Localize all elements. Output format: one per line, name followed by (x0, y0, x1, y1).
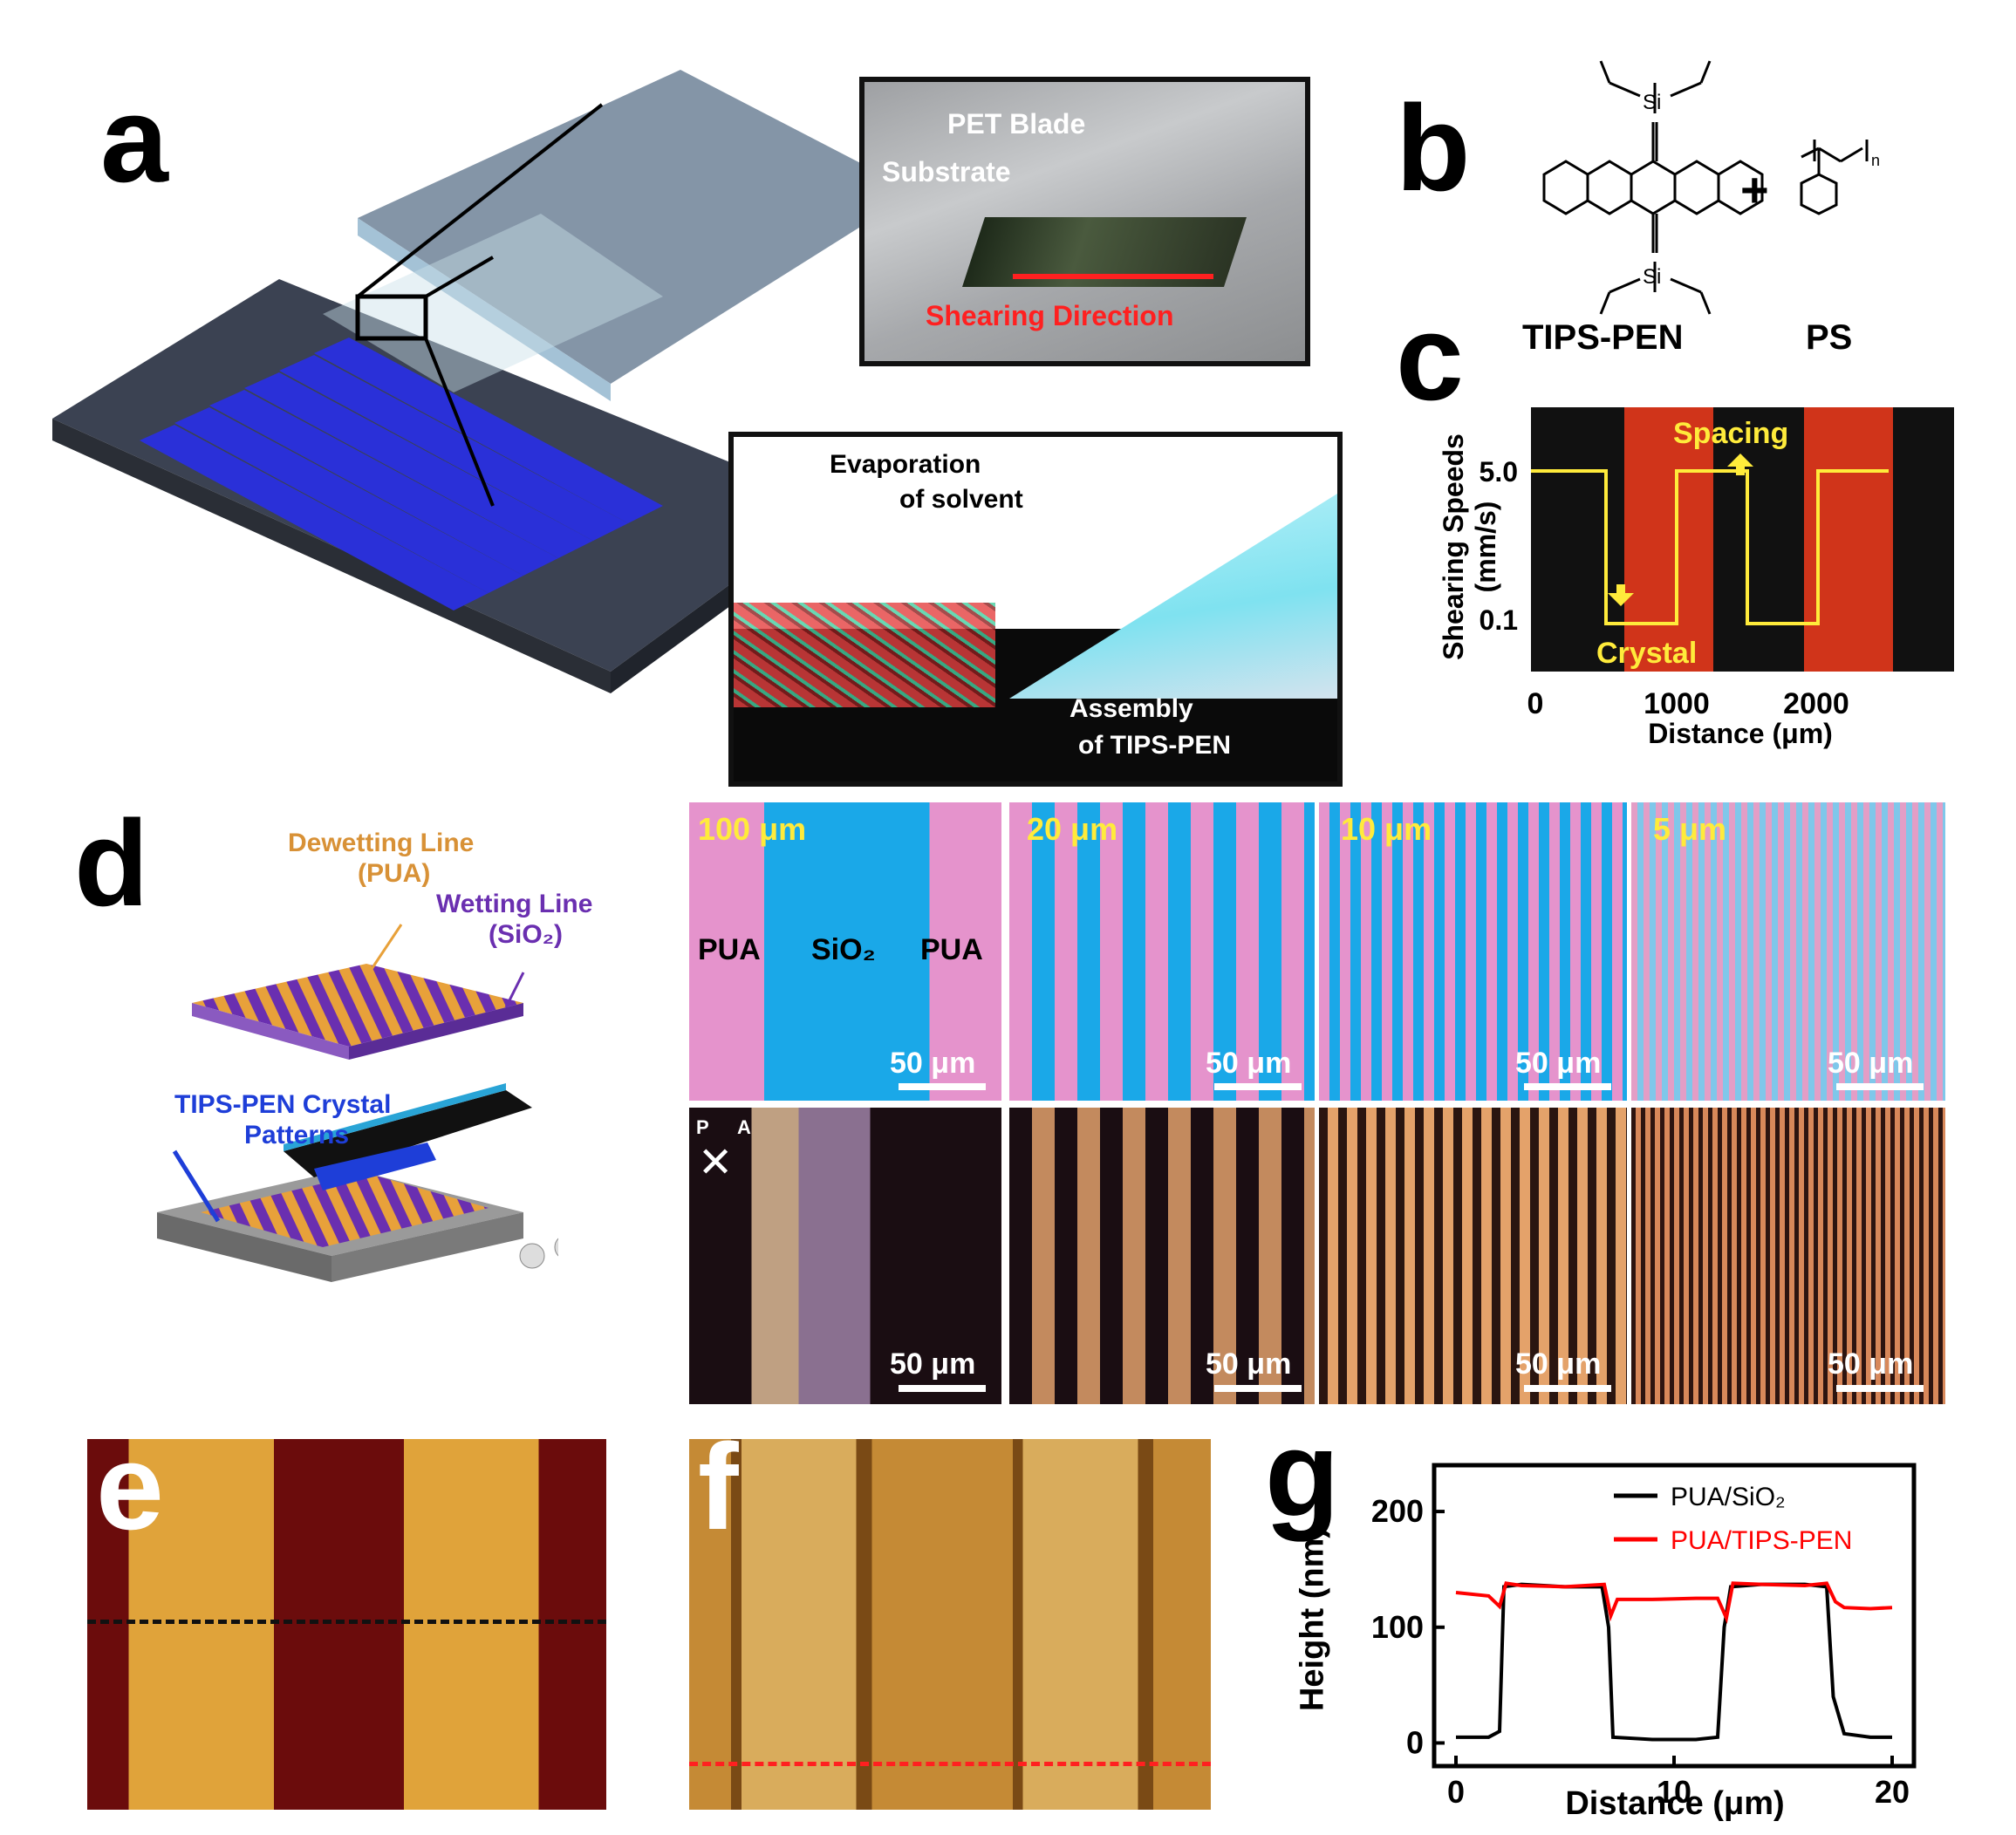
scale-bar (1836, 1083, 1924, 1090)
width-label-10: 10 μm (1341, 811, 1432, 847)
assembly-label-1: Assembly (1070, 694, 1193, 723)
scale-label: 50 μm (1828, 1047, 1914, 1080)
scale-label: 50 μm (1515, 1347, 1602, 1381)
micrograph-10um: 10 μm 50 μm (1319, 802, 1627, 1101)
panel-c: c Shearing Speeds (mm/s) 5.0 0.1 0 1000 … (1396, 297, 2006, 785)
evaporation-label-2: of solvent (899, 485, 1023, 514)
ps-n: n (1871, 152, 1880, 169)
scale-label: 50 μm (1828, 1347, 1914, 1381)
substrate-label: Substrate (882, 156, 1011, 188)
scale-bar (1836, 1385, 1924, 1392)
assembly-label-2: of TIPS-PEN (1078, 731, 1232, 760)
si-top: Si (1643, 91, 1661, 114)
tips-pen-name: TIPS-PEN (1522, 318, 1684, 357)
scale-bar (899, 1083, 986, 1090)
shearing-speed-line (1531, 469, 1889, 625)
scale-bar (1524, 1385, 1611, 1392)
scale-bar (1214, 1385, 1302, 1392)
ps-name: PS (1806, 318, 1853, 357)
scale-label: 50 μm (1206, 1047, 1292, 1080)
panel-b: b Si Si + (1396, 35, 2006, 375)
micrograph-5um: 5 μm 50 μm (1631, 802, 1945, 1101)
c-ytick-01: 0.1 (1480, 604, 1518, 636)
pet-blade-label: PET Blade (947, 108, 1086, 140)
d-schematic (157, 924, 558, 1282)
panel-label-b: b (1396, 79, 1471, 216)
polarized-5um: 50 μm (1631, 1108, 1945, 1404)
g-legend-pua-tips: PUA/TIPS-PEN (1671, 1526, 1852, 1555)
crystal-pattern-label-2: Patterns (244, 1121, 350, 1149)
g-xtick-label: 10 (1657, 1774, 1691, 1810)
micrograph-20um: 20 μm 50 μm (1009, 802, 1315, 1101)
micrograph-100um: 100 μm PUA SiO₂ PUA 50 μm (689, 802, 1001, 1101)
spacing-label: Spacing (1673, 417, 1788, 450)
polarized-100um: P A ✕ 50 μm (689, 1108, 1001, 1404)
g-ytick-label: 200 (1371, 1493, 1424, 1529)
sio2-label: SiO₂ (811, 933, 876, 966)
tips-pen-structure: Si Si (1542, 60, 1764, 315)
panel-a: a PET Blade Substrate Shearing Direction (0, 0, 1361, 802)
scale-label: 50 μm (1515, 1047, 1602, 1080)
polarizer-cross-icon: ✕ (698, 1140, 734, 1186)
panel-label-e: e (96, 1439, 164, 1555)
c-xlabel: Distance (μm) (1648, 718, 1833, 749)
ps-structure: n (1800, 140, 1880, 215)
scale-label: 50 μm (1206, 1347, 1292, 1381)
evaporation-label-1: Evaporation (830, 450, 981, 479)
g-xtick-label: 20 (1875, 1774, 1910, 1810)
width-label-5: 5 μm (1653, 811, 1727, 847)
scale-label: 50 μm (890, 1047, 976, 1080)
panel-label-a: a (100, 71, 168, 208)
panel-label-c: c (1396, 289, 1464, 426)
dewetting-label-1: Dewetting Line (288, 829, 475, 857)
c-ytick-5: 5.0 (1480, 456, 1518, 488)
scale-bar (899, 1385, 986, 1392)
inset-photo-blade: PET Blade Substrate Shearing Direction (859, 77, 1310, 366)
crystal-pattern-label-1: TIPS-PEN Crystal (174, 1090, 392, 1119)
pua-tips-pen-line (1455, 1581, 1893, 1624)
c-xtick-0: 0 (1527, 687, 1544, 720)
g-xlabel: Distance (μm) (1565, 1785, 1784, 1822)
plus-sign: + (1740, 162, 1769, 217)
wetting-label-2: (SiO₂) (489, 920, 563, 949)
pua-sio2-line (1456, 1582, 1892, 1742)
g-ytick-label: 100 (1371, 1609, 1424, 1645)
panel-d: d Dewetting Line (PUA) Wetting Line (SiO… (0, 802, 2016, 1413)
scale-bar (1524, 1083, 1611, 1090)
scale-label: 50 μm (890, 1347, 976, 1381)
f-line-cut (689, 1762, 1211, 1766)
g-xtick-label: 0 (1447, 1774, 1465, 1810)
g-legend-pua-sio2: PUA/SiO₂ (1671, 1483, 1786, 1511)
pua-label-left: PUA (698, 933, 761, 966)
si-bottom: Si (1643, 265, 1661, 289)
analyzer-a: A (737, 1116, 751, 1138)
width-label-20: 20 μm (1027, 811, 1118, 847)
shearing-direction-label: Shearing Direction (926, 300, 1174, 331)
g-ytick-label: 0 (1406, 1724, 1424, 1760)
polarizer-p: P (696, 1116, 709, 1138)
dewetting-label-2: (PUA) (358, 859, 431, 888)
shearing-3d-schematic (52, 70, 916, 693)
inset-evaporation-diagram: Evaporation of solvent Assembly of TIPS-… (728, 432, 1343, 787)
polarized-10um: 50 μm (1319, 1108, 1627, 1404)
c-plot: 5.0 0.1 0 1000 2000 Distance (μm) Spacin… (1480, 407, 1954, 749)
width-label-100: 100 μm (698, 811, 807, 847)
polarized-20um: 50 μm (1009, 1108, 1315, 1404)
e-line-cut (87, 1620, 606, 1624)
crystal-band-1 (1624, 407, 1713, 672)
crystal-label: Crystal (1596, 637, 1697, 670)
c-xtick-1000: 1000 (1644, 687, 1710, 720)
panel-label-g: g (1265, 1405, 1340, 1542)
pua-label-right: PUA (920, 933, 983, 966)
panel-f-afm: f (689, 1439, 1211, 1810)
c-xtick-2000: 2000 (1783, 687, 1849, 720)
panel-label-f: f (698, 1439, 739, 1555)
scale-bar (1214, 1083, 1302, 1090)
panel-label-d: d (74, 795, 149, 931)
panel-e-afm: e (87, 1439, 606, 1810)
wetting-label-1: Wetting Line (436, 890, 593, 918)
